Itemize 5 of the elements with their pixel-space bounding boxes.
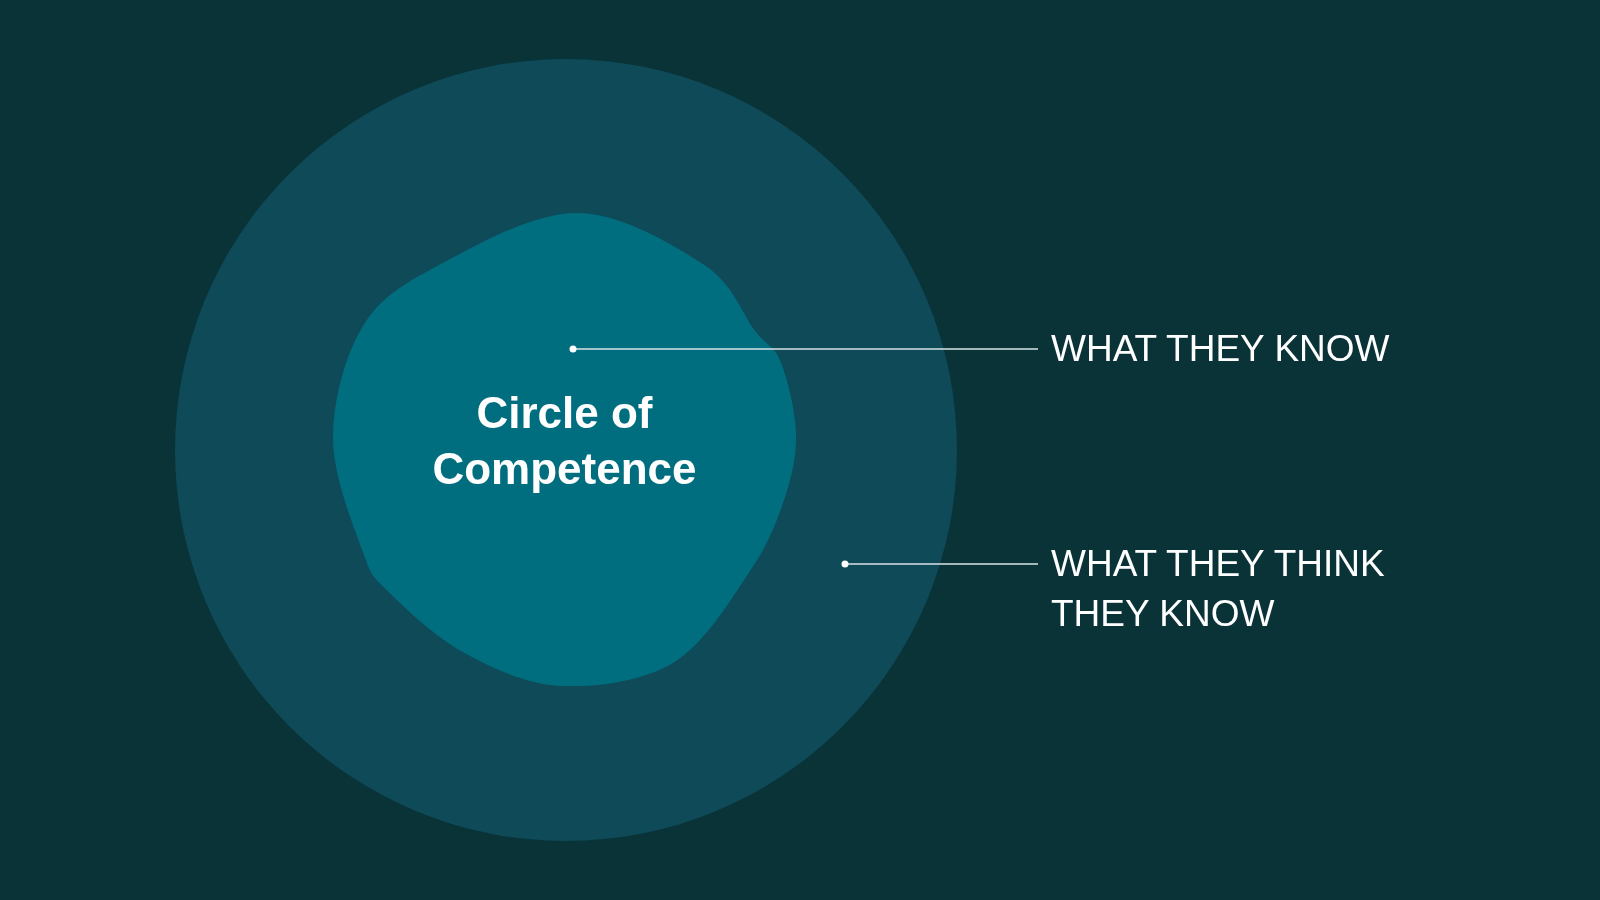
center-title: Circle of Competence (431, 386, 698, 495)
leader-line (569, 345, 1039, 353)
leader-line (841, 560, 1039, 568)
leader-label: WHAT THEY THINK THEY KNOW (1051, 542, 1386, 636)
leader-label: WHAT THEY KNOW (1051, 327, 1391, 371)
